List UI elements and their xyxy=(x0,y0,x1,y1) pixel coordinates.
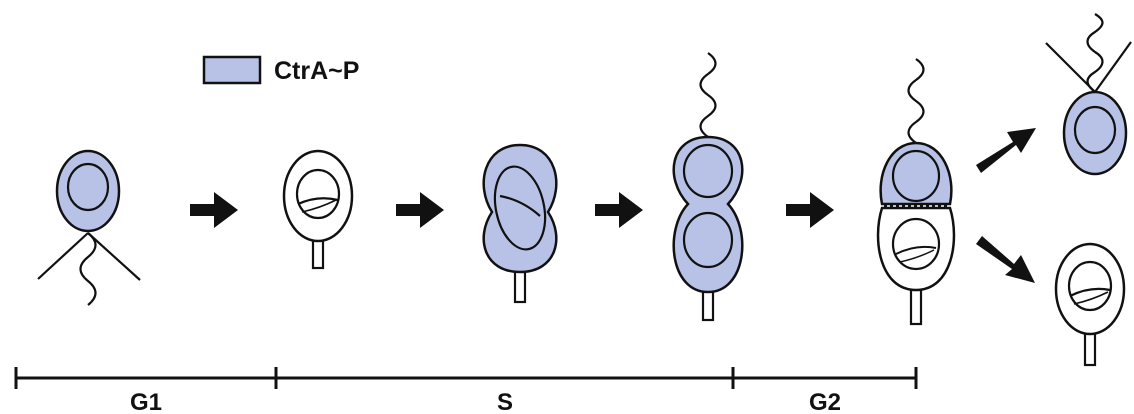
cell-swarmer-daughter xyxy=(1045,13,1132,176)
flagellum xyxy=(907,58,925,144)
flagellum xyxy=(79,232,97,306)
phase-label-g2: G2 xyxy=(809,389,841,414)
chromosome-bottom xyxy=(682,211,734,269)
legend: CtrA~P xyxy=(202,55,359,85)
phase-timeline: G1 S G2 xyxy=(14,367,918,414)
chromosome xyxy=(66,162,110,212)
chromosome-top xyxy=(891,149,941,203)
arrow-3 xyxy=(595,192,643,228)
arrow-2 xyxy=(396,192,444,228)
stalk xyxy=(311,238,325,270)
cell-g2-divided xyxy=(876,58,956,326)
flagellum xyxy=(699,52,717,138)
stalk xyxy=(701,288,715,322)
arrow-1 xyxy=(190,192,238,228)
chromosome-top xyxy=(682,143,734,199)
chromosome xyxy=(295,168,341,220)
replication-fork-inner xyxy=(899,249,935,263)
arrow-4 xyxy=(786,192,834,228)
phase-label-s: S xyxy=(497,389,513,414)
cell-body xyxy=(1062,90,1128,176)
phase-label-g1: G1 xyxy=(130,389,162,414)
chromosome xyxy=(493,165,547,251)
bottom-compartment xyxy=(876,206,956,292)
replication-fork xyxy=(297,197,339,206)
replicated-strand xyxy=(499,194,541,217)
cell-stalked-daughter xyxy=(1054,242,1126,367)
legend-swatch xyxy=(202,55,262,85)
pili-right xyxy=(1094,41,1132,93)
pili-right xyxy=(87,232,141,281)
stalk xyxy=(513,268,527,304)
top-compartment xyxy=(879,141,953,206)
cell-s-phase xyxy=(482,143,558,304)
cell-body xyxy=(482,143,558,274)
legend-label: CtrA~P xyxy=(274,57,359,85)
replication-fork xyxy=(1069,287,1111,297)
cell-g1-swarmer xyxy=(37,149,141,306)
stalk xyxy=(909,288,923,326)
replication-fork-inner xyxy=(1073,291,1109,305)
arrow-down-right xyxy=(976,236,1035,283)
arrow-up-right xyxy=(976,128,1036,173)
cell-body xyxy=(282,149,354,243)
chromosome xyxy=(1067,260,1113,312)
replication-fork-inner xyxy=(301,199,337,213)
chromosome-bottom xyxy=(891,217,941,271)
cell-body xyxy=(672,135,744,294)
chromosome xyxy=(1073,105,1117,155)
flagellum xyxy=(1086,13,1104,93)
pili-left xyxy=(1045,42,1096,93)
pili-left xyxy=(37,232,89,280)
cell-predivisional-shaded xyxy=(672,52,744,322)
cell-stalked-early-s xyxy=(282,149,354,270)
stalk xyxy=(1083,331,1097,367)
replication-fork xyxy=(895,245,937,255)
